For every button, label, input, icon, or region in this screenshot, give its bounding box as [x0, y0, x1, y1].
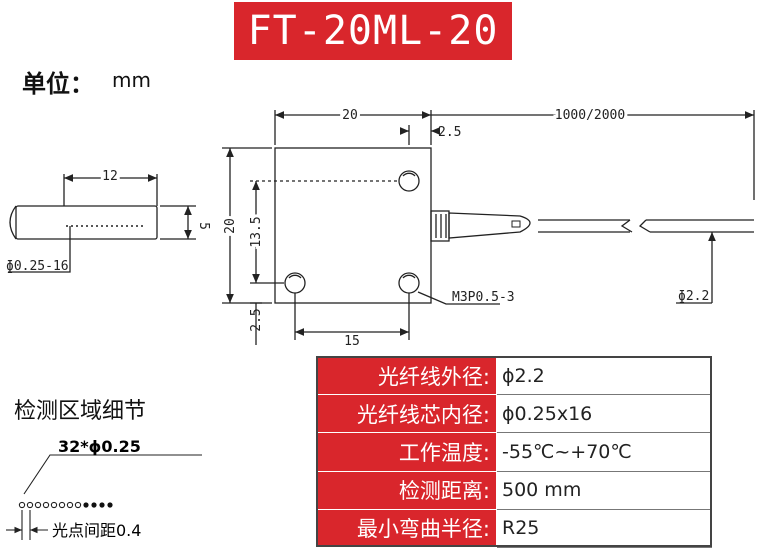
spec-key: 工作温度:	[316, 432, 497, 472]
spec-value: -55℃~+70℃	[496, 432, 712, 472]
unit-label: 单位：	[22, 70, 94, 98]
dim-label-2-5-left: 2.5	[249, 308, 264, 331]
model-title: FT-20ML-20	[247, 8, 499, 54]
mount-hole-top-right	[398, 170, 420, 192]
dim-label-13-5: 13.5	[249, 216, 264, 247]
spec-row: 光纤线外径: ϕ2.2	[316, 355, 712, 396]
mount-hole-bottom-left	[284, 272, 306, 294]
spec-value: ϕ0.25x16	[496, 394, 712, 434]
dim-label-20-left: 20	[223, 218, 238, 234]
spec-value: 500 mm	[496, 470, 712, 510]
spec-row: 最小弯曲半径: R25	[316, 508, 712, 549]
leader-detail-fiber	[23, 454, 202, 495]
spec-key: 光纤线芯内径:	[316, 394, 497, 434]
spec-row: 工作温度: -55℃~+70℃	[316, 432, 712, 472]
detail-title: 检测区域细节	[14, 399, 147, 424]
spec-key: 检测距离:	[316, 470, 497, 510]
dim-label-5: 5	[196, 222, 211, 230]
dim-label-1000: 1000/2000	[555, 108, 625, 123]
detail-fiber-label: 32*ϕ0.25	[58, 437, 141, 456]
spec-row: 光纤线芯内径: ϕ0.25x16	[316, 394, 712, 434]
dim-label-m3: M3P0.5-3	[452, 290, 515, 305]
model-title-banner: FT-20ML-20	[234, 2, 512, 60]
leader-fiber-dots	[8, 226, 71, 273]
side-view-body	[15, 205, 158, 240]
detail-spacing-label: 光点间距0.4	[52, 521, 141, 540]
leader-m3	[417, 291, 500, 305]
dim-label-cable-diameter: ɸ2.2	[678, 289, 709, 304]
dim-label-fiber-core: ɸ0.25-16	[6, 259, 69, 274]
side-view-fiber-dots	[66, 225, 143, 227]
unit-value: mm	[112, 68, 151, 92]
side-view-round-end	[9, 205, 17, 240]
dim-label-20-top: 20	[342, 108, 358, 123]
spec-value: R25	[496, 508, 712, 549]
spec-value: ϕ2.2	[496, 355, 712, 396]
spec-row: 检测距离: 500 mm	[316, 470, 712, 510]
detail-fiber-dots	[83, 502, 113, 508]
dim-label-15: 15	[344, 334, 360, 349]
dim-label-2-5-top: 2.5	[438, 125, 461, 140]
mount-hole-bottom-right	[398, 272, 420, 294]
spec-table: 光纤线外径: ϕ2.2 光纤线芯内径: ϕ0.25x16 工作温度: -55℃~…	[316, 355, 712, 549]
dim-label-12: 12	[102, 169, 118, 184]
spec-key: 最小弯曲半径:	[316, 508, 497, 549]
spec-key: 光纤线外径:	[316, 355, 497, 396]
